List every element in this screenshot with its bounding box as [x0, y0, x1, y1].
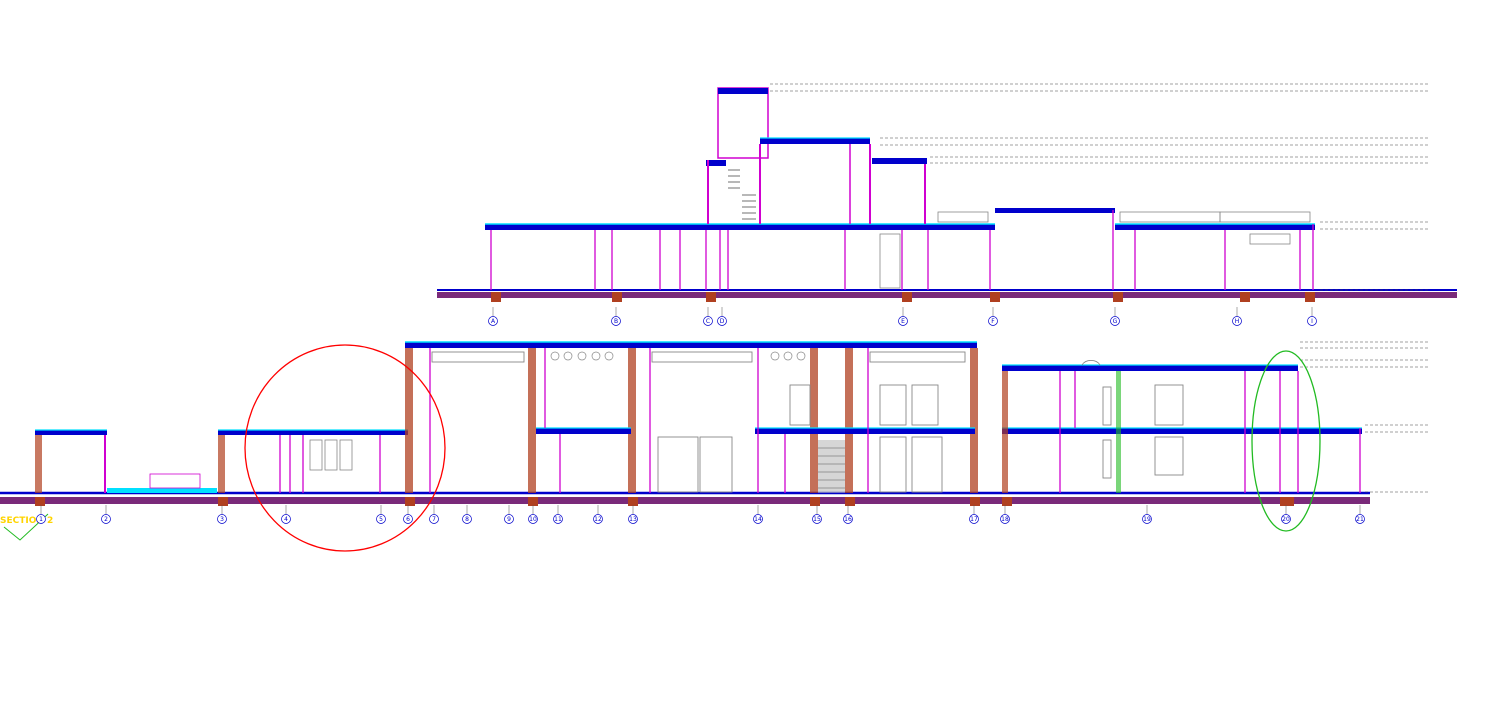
lower-grid-bubble: [593, 514, 603, 524]
lower-grid-label: 16: [844, 516, 852, 523]
lower-grid-label: 8: [465, 516, 469, 523]
lower-grid-bubble: [1355, 514, 1365, 524]
upper-grid-label: B: [614, 318, 618, 325]
red-highlight-circle: [244, 344, 446, 552]
lower-grid-label: 17: [970, 516, 978, 523]
lower-grid-bubble: [376, 514, 386, 524]
upper-grid-label: G: [1113, 318, 1118, 325]
lower-grid-label: 15: [813, 516, 821, 523]
upper-grid-markers: A B C D E F G H I: [488, 307, 1317, 326]
lower-grid-bubble: [553, 514, 563, 524]
lower-grid-bubble: [1000, 514, 1010, 524]
lower-grid-label: 9: [507, 516, 511, 523]
upper-grid-label: H: [1235, 318, 1240, 325]
upper-grid-bubble: [1307, 316, 1317, 326]
lower-grid-label: 2: [104, 516, 108, 523]
lower-grid-label: 1: [39, 516, 43, 523]
lower-grid-label: 19: [1143, 516, 1151, 523]
lower-grid-label: 7: [432, 516, 436, 523]
lower-section: [0, 341, 1430, 552]
upper-grid-bubble: [898, 316, 908, 326]
lower-grid-label: 21: [1356, 516, 1364, 523]
lower-grid-bubble: [1281, 514, 1291, 524]
section-label: SECTION 2: [0, 516, 53, 526]
lower-grid-bubble: [969, 514, 979, 524]
lower-grid-bubble: [462, 514, 472, 524]
upper-roof-slab: [485, 224, 995, 230]
lower-grid-bubble: [429, 514, 439, 524]
upper-grid-bubble: [988, 316, 998, 326]
lower-grid-bubble: [281, 514, 291, 524]
green-highlight-circle: [1251, 350, 1321, 532]
upper-grid-label: D: [720, 318, 725, 325]
upper-ground-strip: [437, 292, 1457, 298]
upper-section: [437, 83, 1457, 302]
lower-grid-bubble: [504, 514, 514, 524]
lower-grid-label: 12: [594, 516, 602, 523]
upper-grid-label: C: [706, 318, 710, 325]
upper-grid-label: E: [901, 318, 905, 325]
lower-grid-bubble: [753, 514, 763, 524]
lower-grid-label: 6: [406, 516, 410, 523]
lower-grid-bubble: [812, 514, 822, 524]
upper-grid-label: F: [991, 318, 995, 325]
lower-grid-bubble: [528, 514, 538, 524]
lower-grid-bubble: [217, 514, 227, 524]
lower-grid-label: 5: [379, 516, 383, 523]
upper-grid-bubble: [1110, 316, 1120, 326]
lower-grid-label: 3: [220, 516, 224, 523]
lower-grid-bubble: [36, 514, 46, 524]
upper-grid-bubble: [611, 316, 621, 326]
lower-grid-label: 20: [1282, 516, 1290, 523]
lower-grid-label: 10: [529, 516, 537, 523]
central-roof-slab: [405, 342, 977, 348]
lower-grid-bubble: [843, 514, 853, 524]
upper-grid-bubble: [1232, 316, 1242, 326]
lower-grid-label: 14: [754, 516, 762, 523]
upper-grid-bubble: [717, 316, 727, 326]
lower-grid-bubble: [1142, 514, 1152, 524]
lower-grid-bubble: [101, 514, 111, 524]
lower-grid-label: 13: [629, 516, 637, 523]
upper-grid-bubble: [488, 316, 498, 326]
lower-grid-label: 11: [554, 516, 562, 523]
lower-grid-label: 4: [284, 516, 288, 523]
lower-grid-bubble: [403, 514, 413, 524]
lower-grid-bubble: [628, 514, 638, 524]
upper-grid-label: A: [491, 318, 496, 325]
upper-grid-label: I: [1311, 318, 1313, 325]
upper-roof-slab-right: [995, 208, 1115, 213]
lower-grid-label: 18: [1001, 516, 1009, 523]
lower-ground-strip: [0, 497, 1370, 504]
upper-grid-bubble: [703, 316, 713, 326]
